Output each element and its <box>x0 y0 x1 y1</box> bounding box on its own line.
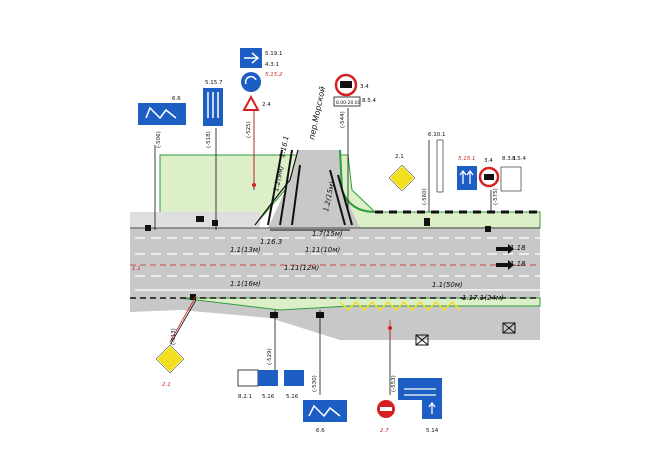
code-821: 8.2.1 <box>238 394 252 400</box>
time-plate-text: 8.00-20.00 <box>336 100 361 106</box>
distance-529: (-529) <box>267 348 273 365</box>
code-5191: 5.19.1 <box>265 51 283 57</box>
sign-codes: 5.19.1 5.15.2 4.3.1 2.4 6.6 5.15.7 3.4 8… <box>162 51 526 434</box>
code-431: 4.3.1 <box>265 62 279 68</box>
code-51571: 5.15.7 <box>205 80 223 86</box>
label-113m: 1.1(13м) <box>230 246 261 254</box>
code-66a: 6.6 <box>172 96 181 102</box>
code-5152: 5.15.2 <box>265 72 283 78</box>
label-118b: 1.18 <box>510 260 526 268</box>
pole-markers <box>145 216 491 318</box>
code-34a: 3.4 <box>360 84 369 90</box>
label-17: 1.7(15м) <box>312 230 343 238</box>
distance-506: (-506) <box>156 131 162 148</box>
label-150m: 1.1(50м) <box>432 281 463 289</box>
distance-518: (-518) <box>206 131 212 148</box>
side-street-hatching <box>267 149 353 226</box>
sign-group-right <box>387 139 522 193</box>
code-516b: 5.16 <box>286 394 299 400</box>
main-road <box>130 228 540 303</box>
local-road <box>130 300 540 340</box>
code-61011: 6.10.1 <box>428 132 446 138</box>
sign-group-66-left <box>138 103 186 125</box>
zigzag-marking <box>339 300 461 312</box>
distance-560: (-560) <box>422 188 428 205</box>
code-66b: 6.6 <box>316 428 325 434</box>
box-markers <box>415 322 516 346</box>
distance-530: (-530) <box>312 375 318 392</box>
code-21a: 2.1 <box>395 154 404 160</box>
sign-group-bottom-middle <box>237 369 347 422</box>
distance-525: (-525) <box>246 121 252 138</box>
sign-group-bottom-right <box>377 378 442 419</box>
code-34b: 3.4 <box>484 158 493 164</box>
distance-575: (-575) <box>493 188 499 205</box>
side-street <box>268 150 360 228</box>
sign-group-round-blue <box>240 48 262 111</box>
code-24: 2.4 <box>262 102 271 108</box>
code-831: 8.3.1 <box>502 156 516 162</box>
label-red-lane: 1.1 <box>132 266 141 272</box>
grass-area-right <box>329 154 541 229</box>
label-116m: 1.1(16м) <box>230 280 261 288</box>
code-27: 2.7 <box>380 428 389 434</box>
distance-553: (-553) <box>391 375 397 392</box>
sign-group-truck <box>333 73 361 107</box>
sign-group-bottom-left <box>154 343 186 375</box>
code-516a: 5.16 <box>262 394 275 400</box>
distance-544: (-544) <box>340 111 346 128</box>
distance-513: (-513) <box>171 328 177 345</box>
red-marker-1 <box>252 183 256 187</box>
street-label: пер.Морской <box>307 86 327 141</box>
code-5151: 5.15.1 <box>458 156 476 162</box>
code-514: 5.14 <box>426 428 439 434</box>
label-1163: 1.16.3 <box>260 238 282 246</box>
lane-arrows <box>496 244 514 270</box>
distances: (-506) (-518) (-525) (-544) (-560) (-575… <box>156 111 499 392</box>
sign-group-lanes <box>203 88 223 126</box>
sidewalk-top <box>130 212 260 228</box>
code-854: 8.5.4 <box>362 98 376 104</box>
label-110m: 1.11(10м) <box>305 246 341 254</box>
red-marker-2 <box>388 326 392 330</box>
label-112m: 1.11(12м) <box>284 264 320 272</box>
label-1171: 1.17.1(24м) <box>462 294 504 302</box>
code-21b: 2.1 <box>162 382 171 388</box>
label-118a: 1.18 <box>510 244 526 252</box>
code-854b: 8.5.4 <box>512 156 526 162</box>
sign-posts <box>154 108 492 395</box>
